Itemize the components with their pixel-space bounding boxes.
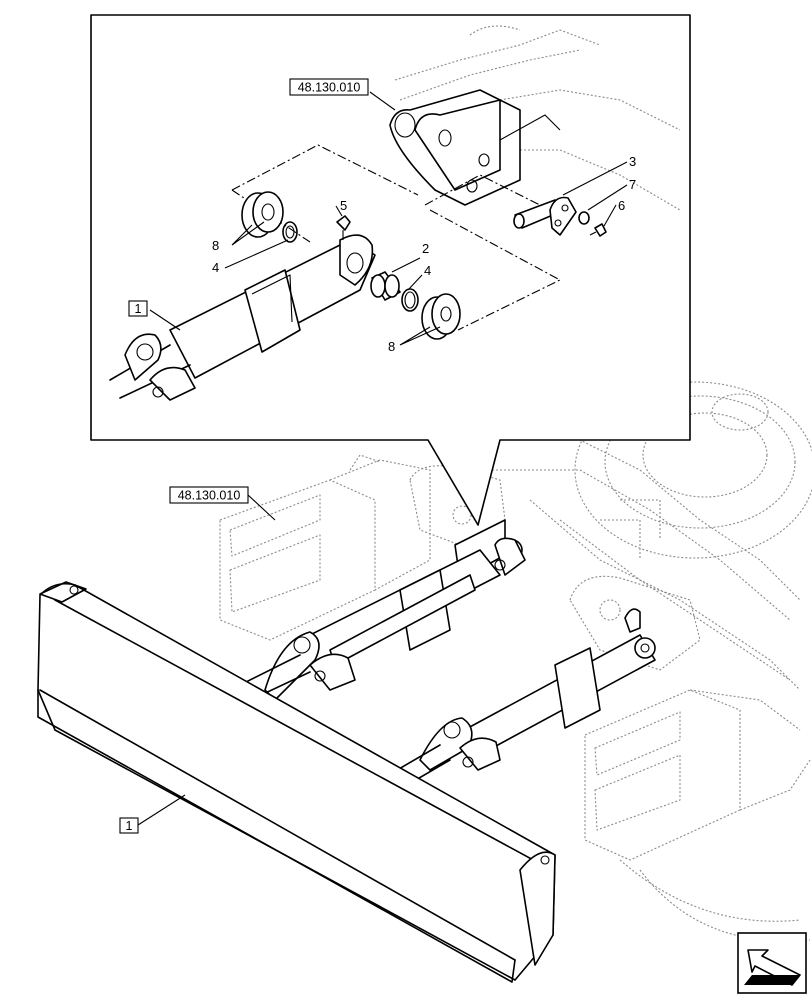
callout-ref-top[interactable]: 48.130.010: [289, 78, 369, 96]
label-item-2: 2: [422, 241, 429, 256]
label-item-7: 7: [629, 177, 636, 192]
callout-item-1-bottom[interactable]: 1: [119, 794, 186, 834]
detail-inset: [90, 14, 691, 526]
label-item-4-right: 4: [424, 263, 431, 278]
label-item-5: 5: [340, 198, 347, 213]
callout-ref-mid-label: 48.130.010: [178, 489, 241, 503]
dozer-blade-assembly: [37, 519, 656, 983]
callout-ref-top-label: 48.130.010: [298, 81, 361, 95]
label-item-6: 6: [618, 198, 625, 213]
label-item-8-left: 8: [212, 238, 219, 253]
next-page-arrow-icon[interactable]: [737, 932, 807, 994]
callout-item-1-top-label: 1: [135, 302, 142, 316]
label-item-3: 3: [629, 154, 636, 169]
callout-item-1-top[interactable]: 1: [128, 300, 148, 317]
callout-item-1-bottom-label: 1: [126, 819, 133, 833]
label-item-4-left: 4: [212, 260, 219, 275]
callout-ref-mid[interactable]: 48.130.010: [169, 486, 276, 521]
label-item-8-right: 8: [388, 339, 395, 354]
undercarriage-ghost: [219, 381, 812, 942]
